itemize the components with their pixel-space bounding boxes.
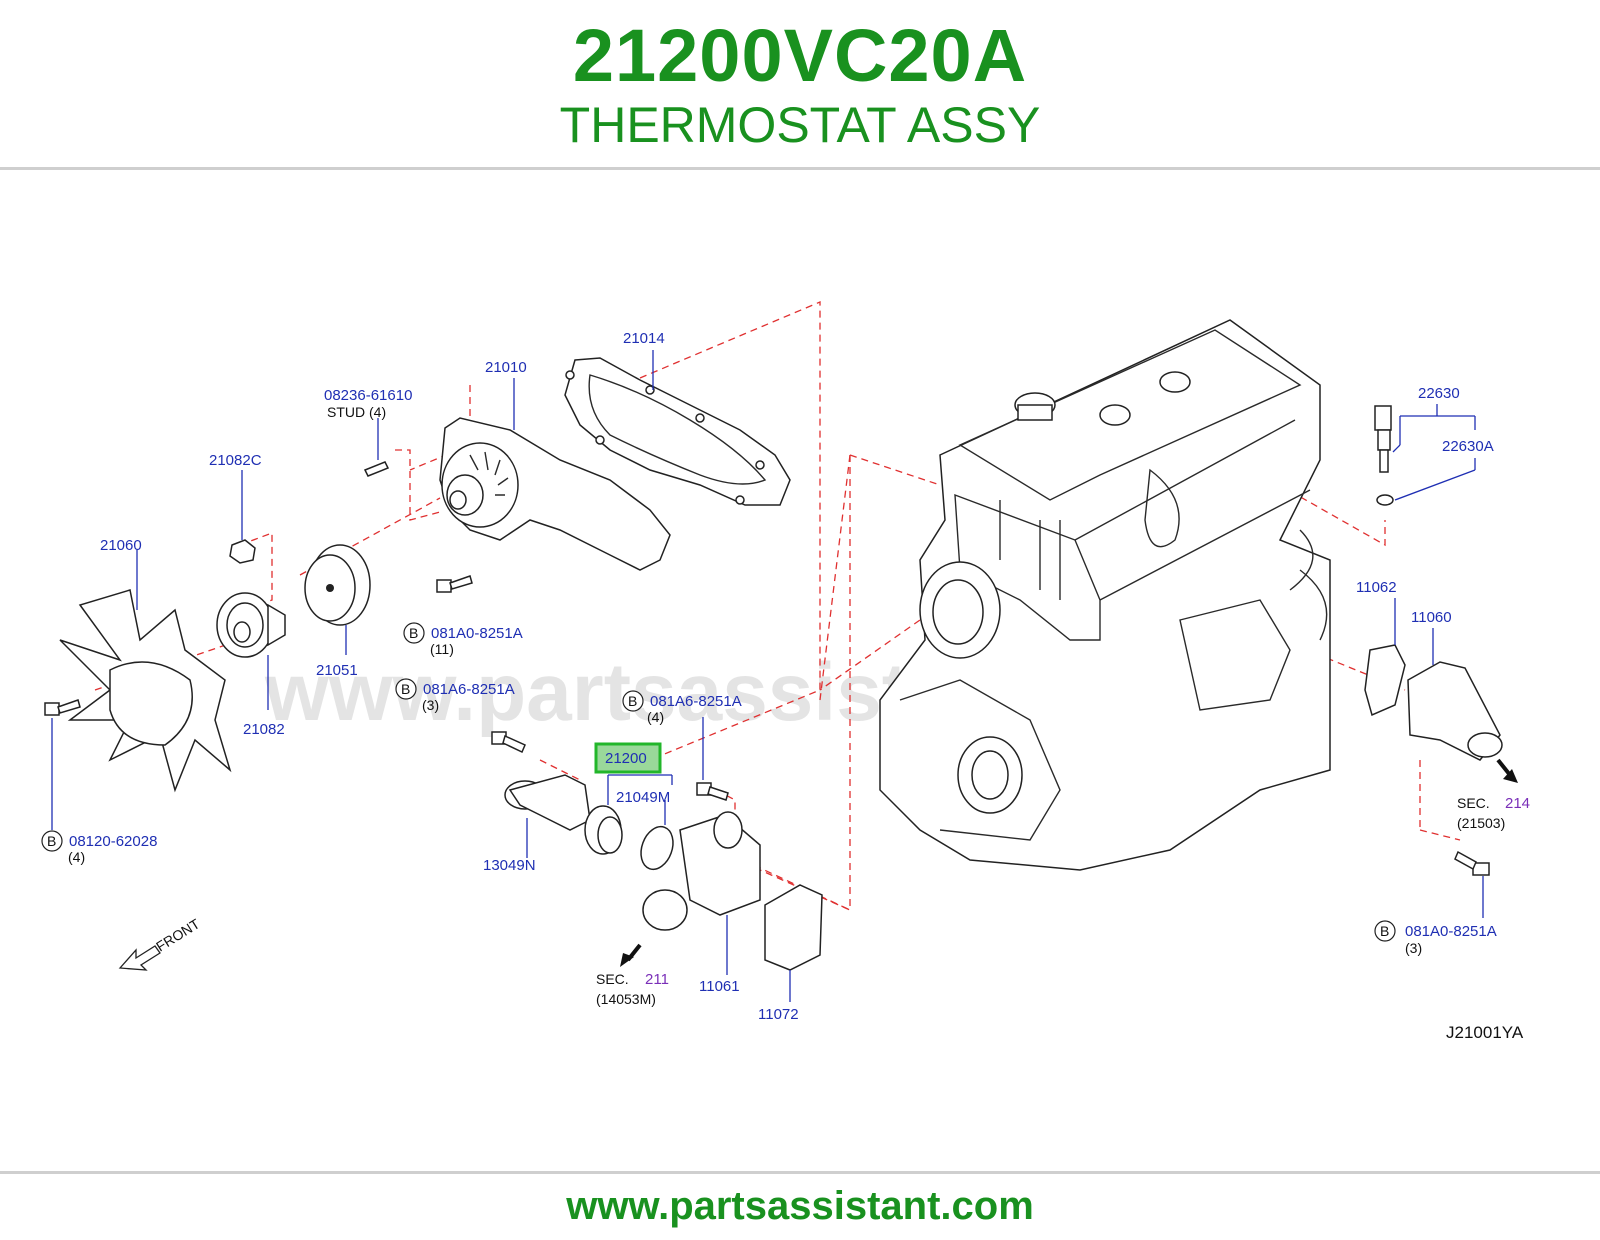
label-11062[interactable]: 11062 — [1356, 579, 1397, 596]
qty-4b: (4) — [68, 849, 85, 865]
qty-3b: (3) — [1405, 940, 1422, 956]
water-pump-gasket — [564, 350, 791, 506]
header-divider — [0, 167, 1600, 170]
footer-divider — [0, 1171, 1600, 1174]
sec-211-ref: (14053M) — [596, 991, 656, 1007]
fan-bolt — [44, 699, 81, 830]
label-08120-62028[interactable]: 08120-62028 — [69, 833, 157, 850]
water-pump-pulley — [304, 544, 371, 655]
sec-211-prefix: SEC. — [596, 971, 629, 987]
bolt-marker-3-text: B — [628, 693, 637, 709]
temperature-sensor — [1374, 404, 1476, 506]
diagram-code: J21001YA — [1446, 1023, 1524, 1042]
part-number: 21200VC20A — [572, 14, 1028, 97]
outlet-bolt — [1454, 850, 1490, 918]
bolt-marker-2 — [395, 678, 417, 700]
thermostat — [584, 774, 673, 855]
water-inlet-11061 — [642, 811, 761, 975]
water-inlet-gasket — [764, 884, 823, 1002]
thermostat-gasket — [640, 800, 674, 871]
part-name: THERMOSTAT ASSY — [559, 97, 1041, 153]
sec-214-prefix: SEC. — [1457, 795, 1490, 811]
stud — [363, 418, 390, 477]
label-21200[interactable]: 21200 — [605, 750, 647, 767]
inlet-bolt — [696, 717, 729, 801]
front-arrow — [118, 945, 161, 971]
bolt-marker-5-text: B — [1380, 923, 1389, 939]
engine-block — [879, 319, 1331, 871]
qty-4a: (4) — [647, 709, 664, 725]
qty-11: (11) — [430, 641, 454, 657]
label-11060[interactable]: 11060 — [1411, 609, 1452, 626]
qty-3a: (3) — [422, 697, 439, 713]
label-081a6-8251a-3[interactable]: 081A6-8251A — [423, 681, 515, 698]
label-21060[interactable]: 21060 — [100, 537, 142, 554]
fan-clutch-nut — [229, 470, 256, 564]
label-081a6-8251a-4[interactable]: 081A6-8251A — [650, 693, 742, 710]
label-08236-61610[interactable]: 08236-61610 — [324, 387, 412, 404]
bolt-marker-1-text: B — [409, 625, 418, 641]
highlight-box-21200[interactable] — [594, 742, 662, 774]
sec-214-ref: (21503) — [1457, 815, 1505, 831]
sec-211-arrow — [620, 943, 642, 967]
bolt-marker-1 — [403, 622, 425, 644]
label-stud: STUD (4) — [327, 404, 386, 420]
water-outlet-gasket-11062 — [1364, 598, 1406, 717]
fan-blade — [59, 550, 232, 793]
water-outlet-11060 — [1407, 628, 1518, 783]
label-21051[interactable]: 21051 — [316, 662, 358, 679]
label-13049n[interactable]: 13049N — [483, 857, 536, 874]
label-11072[interactable]: 11072 — [758, 1006, 799, 1023]
page-header: 21200VC20A THERMOSTAT ASSY — [0, 0, 1600, 168]
label-22630a[interactable]: 22630A — [1442, 438, 1494, 455]
label-22630[interactable]: 22630 — [1418, 385, 1460, 402]
footer-site-link[interactable]: www.partsassistant.com — [566, 1184, 1034, 1228]
sec-211-link[interactable]: 211 — [645, 971, 669, 988]
bolt-marker-2-text: B — [401, 681, 410, 697]
label-081a0-8251a-11[interactable]: 081A0-8251A — [431, 625, 523, 642]
water-pump-bolt — [436, 575, 473, 593]
thermostat-housing-bolt — [491, 731, 526, 754]
sec-214-link[interactable]: 214 — [1505, 795, 1530, 812]
label-21010[interactable]: 21010 — [485, 359, 527, 376]
bolt-marker-4-text: B — [47, 833, 56, 849]
label-21082[interactable]: 21082 — [243, 721, 285, 738]
label-21014[interactable]: 21014 — [623, 330, 665, 347]
front-label: FRONT — [153, 915, 203, 954]
label-081a0-8251a-3[interactable]: 081A0-8251A — [1405, 923, 1497, 940]
water-outlet-13049n — [504, 774, 591, 858]
label-21082c[interactable]: 21082C — [209, 452, 262, 469]
bolt-marker-5 — [1374, 920, 1396, 942]
water-pump — [439, 378, 671, 571]
bolt-marker-4 — [41, 830, 63, 852]
label-11061[interactable]: 11061 — [699, 978, 740, 995]
label-21049m[interactable]: 21049M — [616, 789, 670, 806]
fan-clutch — [216, 592, 286, 710]
bolt-marker-3 — [622, 690, 644, 712]
